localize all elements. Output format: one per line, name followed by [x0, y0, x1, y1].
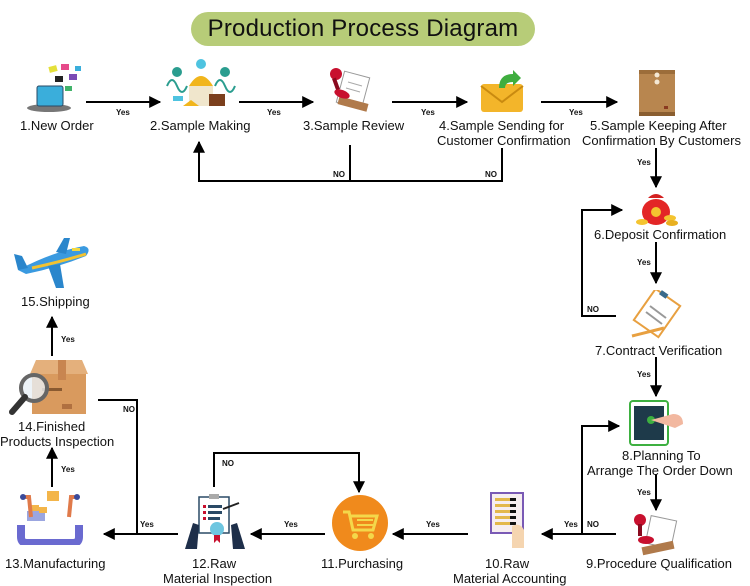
- edge-4-no-loop: [193, 140, 503, 182]
- diagram-title: Production Process Diagram: [207, 15, 519, 42]
- clipboard-contract-icon: [631, 290, 682, 339]
- edge-label-yes: Yes: [564, 520, 578, 529]
- step-label: 6.Deposit Confirmation: [594, 227, 727, 242]
- edge-label-yes: Yes: [637, 488, 651, 497]
- assembly-line-icon: [17, 491, 83, 545]
- step-label-line2: Confirmation By Customers: [582, 133, 741, 148]
- diagram-title-banner: Production Process Diagram: [191, 12, 535, 46]
- tablet-touch-icon: [629, 400, 683, 446]
- edge-label-yes: Yes: [426, 520, 440, 529]
- step-label-line1: 4.Sample Sending for: [439, 118, 565, 133]
- stamp-document-icon: [330, 68, 371, 112]
- edge-14-no: [98, 399, 138, 534]
- shopping-cart-icon: [332, 495, 388, 551]
- step-label: 15.Shipping: [21, 294, 90, 309]
- step-label: 7.Contract Verification: [595, 343, 723, 358]
- envelope-send-icon: [480, 70, 524, 112]
- edge-label-no: NO: [587, 520, 599, 529]
- edge-label-yes: Yes: [140, 520, 154, 529]
- stamp-document-icon: [634, 514, 678, 556]
- edge-7-6-no: [581, 204, 624, 317]
- box-magnifier-icon: [9, 360, 88, 415]
- edge-label-no: NO: [485, 170, 497, 179]
- quality-checklist-icon: [185, 494, 245, 549]
- step-label-line1: 12.Raw: [192, 556, 237, 571]
- edge-label-yes: Yes: [267, 108, 281, 117]
- step-label-line1: 14.Finished: [18, 419, 86, 434]
- envelope-file-icon: [639, 70, 675, 116]
- edge-label-no: NO: [587, 305, 599, 314]
- edge-label-yes: Yes: [61, 335, 75, 344]
- edge-12-11-no: [213, 452, 365, 494]
- abacus-icon: [490, 492, 524, 548]
- engineering-tools-icon: [166, 59, 236, 106]
- airplane-icon: [14, 238, 89, 288]
- edge-label-yes: Yes: [61, 465, 75, 474]
- step-label: 1.New Order: [20, 118, 94, 133]
- edge-label-no: NO: [123, 405, 135, 414]
- edge-label-yes: Yes: [421, 108, 435, 117]
- edge-label-yes: Yes: [569, 108, 583, 117]
- step-label-line2: Arrange The Order Down: [587, 463, 733, 478]
- edge-label-yes: Yes: [637, 370, 651, 379]
- step-label: 11.Purchasing: [321, 556, 404, 571]
- step-label-line2: Material Accounting: [453, 571, 567, 586]
- step-label: 13.Manufacturing: [5, 556, 106, 571]
- edge-label-yes: Yes: [284, 520, 298, 529]
- edge-9-8-no: [581, 420, 621, 534]
- step-label-line2: Customer Confirmation: [437, 133, 571, 148]
- edge-label-yes: Yes: [637, 258, 651, 267]
- step-label-line1: 5.Sample Keeping After: [590, 118, 727, 133]
- step-label: 3.Sample Review: [303, 118, 405, 133]
- edge-label-yes: Yes: [637, 158, 651, 167]
- step-label-line2: Material Inspection: [163, 571, 273, 586]
- step-label: 2.Sample Making: [150, 118, 251, 133]
- step-label-line1: 8.Planning To: [622, 448, 701, 463]
- edge-label-no: NO: [222, 459, 234, 468]
- step-label-line2: Products Inspection: [0, 434, 115, 449]
- step-label: 9.Procedure Qualification: [586, 556, 732, 571]
- edge-label-yes: Yes: [116, 108, 130, 117]
- step-label-line1: 10.Raw: [485, 556, 530, 571]
- laptop-order-icon: [27, 64, 81, 112]
- edge-label-no: NO: [333, 170, 345, 179]
- money-bag-icon: [636, 194, 678, 226]
